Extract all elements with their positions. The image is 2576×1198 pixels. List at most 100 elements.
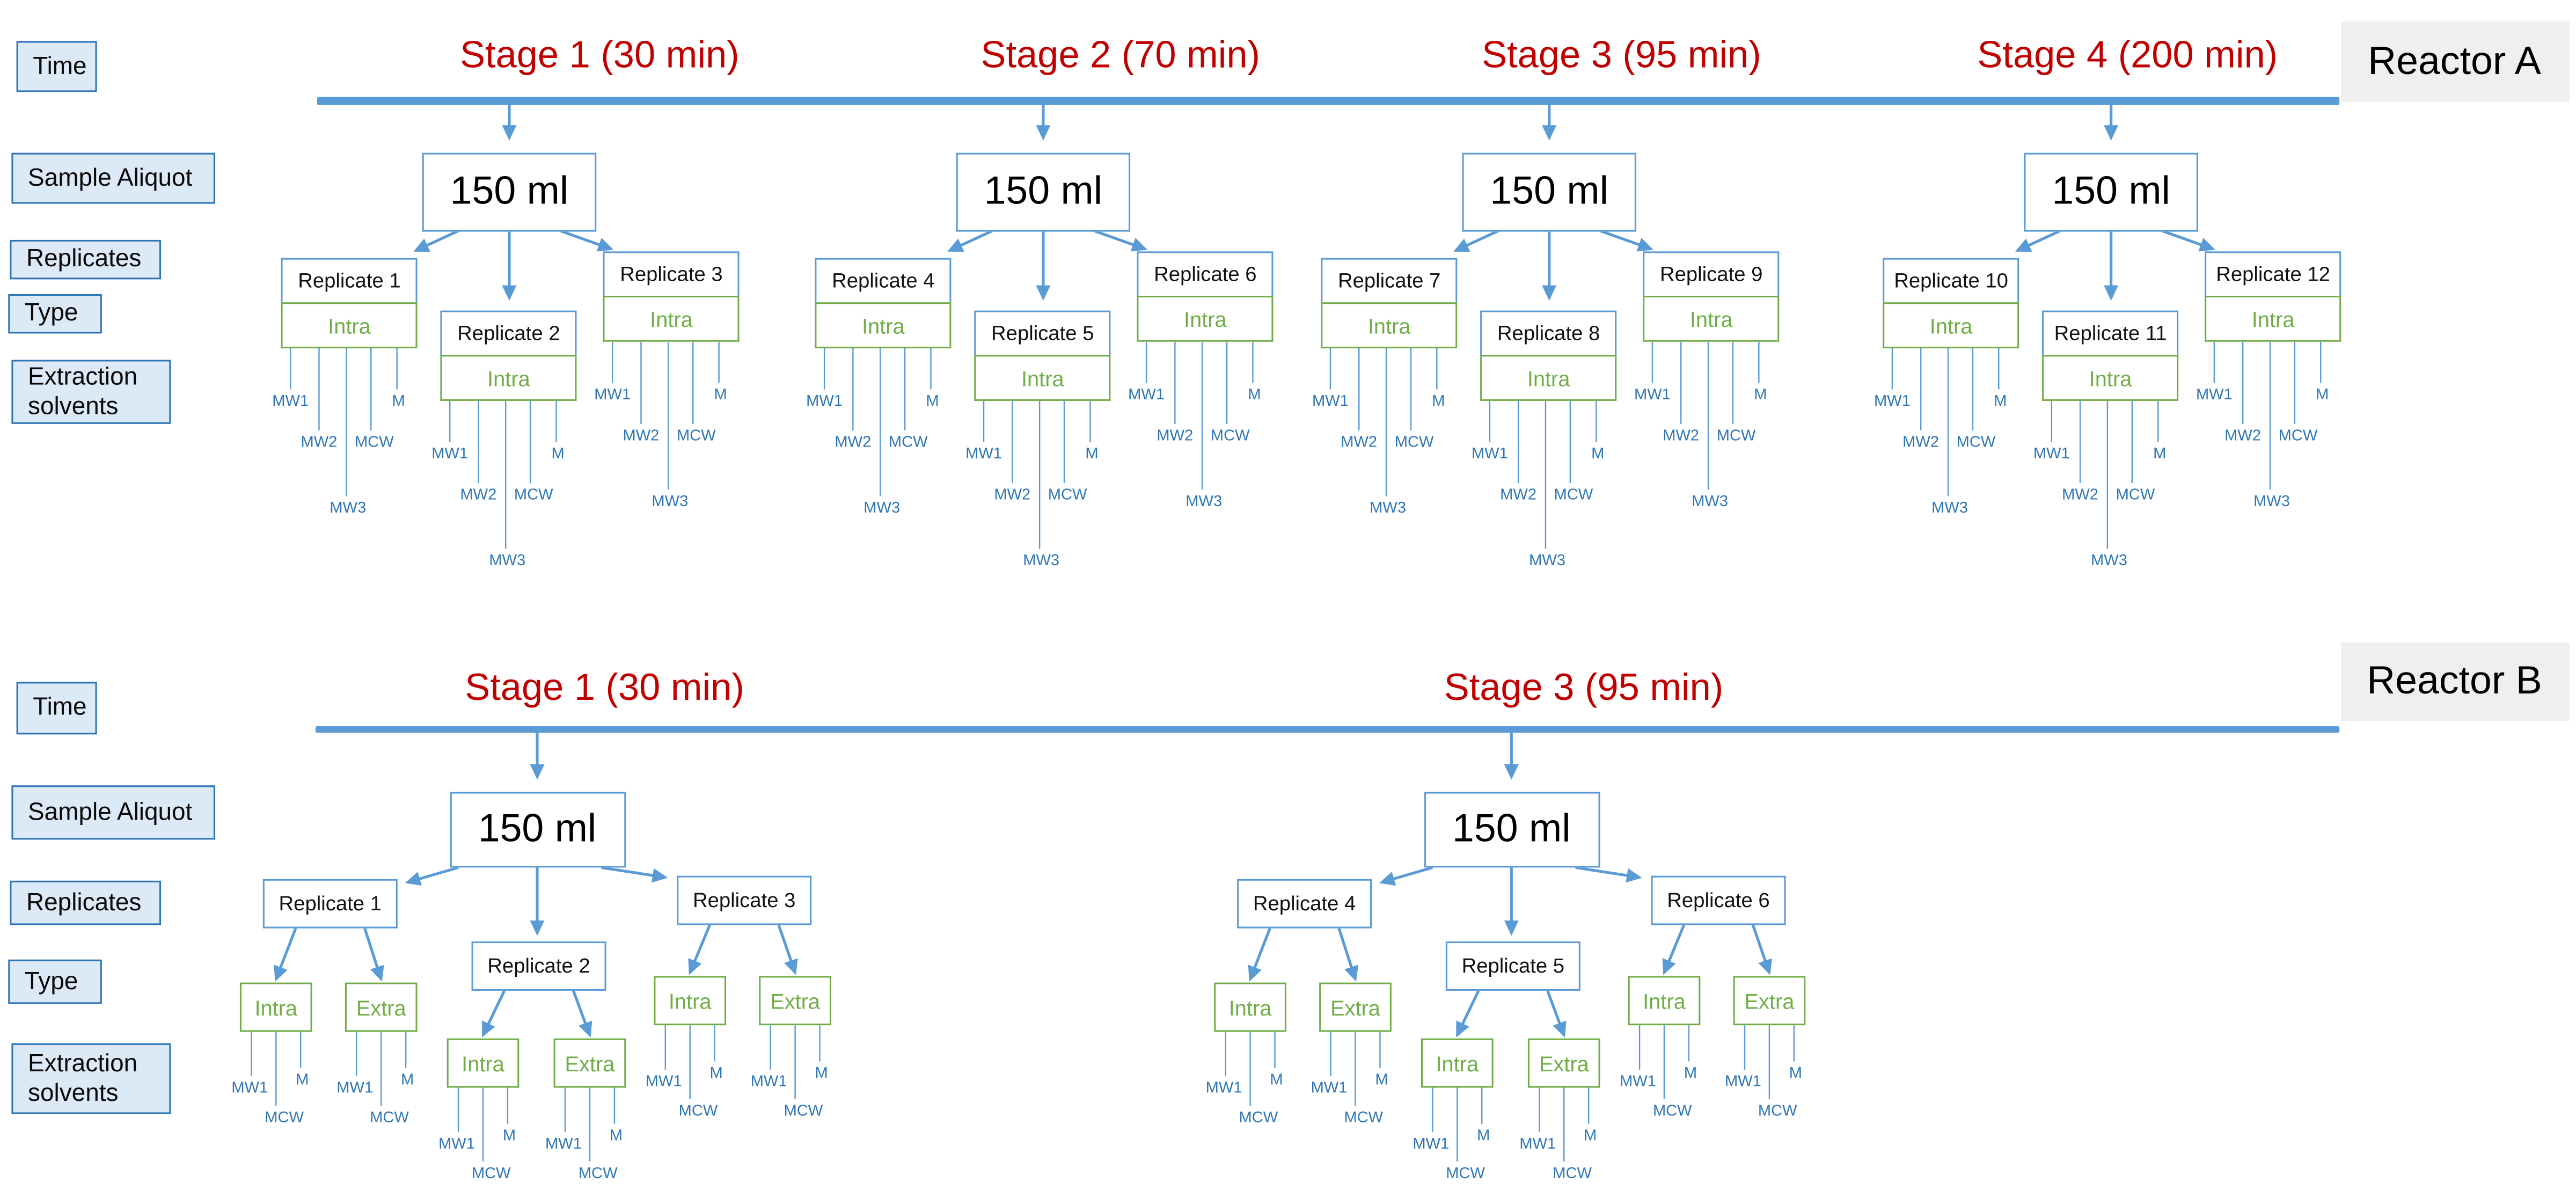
replicate-box: Replicate 5 [1445,941,1580,991]
flow-arrow [1379,866,1433,886]
type-box: Intra [1480,355,1618,401]
solvent-label: MW1 [594,386,631,405]
replicate-box: Replicate 5 [974,310,1111,356]
sidebar-label: Sample Aliquot [28,798,193,827]
type-box: Intra [440,355,577,401]
reactor-name: Reactor A [2368,38,2541,83]
solvent-label: MW2 [1902,434,1940,452]
type-box: Intra [1214,982,1286,1032]
type-box: Extra [553,1038,626,1088]
reactor-name: Reactor B [2367,658,2542,703]
solvent-label: MW3 [489,552,526,571]
type-box: Intra [1137,296,1274,342]
solvent-label: MW1 [1874,392,1911,411]
solvent-label: M [1375,1070,1388,1089]
type-box-label: Intra [487,366,530,391]
sidebar-box-replicates: Replicates [10,239,161,280]
solvent-label: M [1789,1064,1803,1082]
solvent-label: M [1085,445,1099,464]
solvent-label: MCW [1394,434,1434,452]
flow-arrow [1453,229,1499,252]
replicate-box-label: Replicate 2 [457,322,560,345]
solvent-label: MW1 [2196,386,2233,405]
solvent-label: MCW [1048,486,1087,505]
flow-arrow [1337,927,1359,982]
aliquot-box: 150 ml [449,792,625,868]
replicate-box-label: Replicate 1 [298,269,401,293]
type-box: Extra [759,976,831,1026]
flow-arrow [481,990,506,1038]
solvent-label: MCW [265,1108,304,1127]
type-box: Intra [1421,1038,1494,1088]
solvent-label: MCW [1553,1164,1592,1182]
solvent-label: MW3 [2253,493,2290,512]
solvent-label: MW1 [431,445,469,464]
solvent-label: MCW [2116,486,2155,505]
solvent-label: M [1684,1064,1697,1082]
solvent-label: M [1248,386,1261,405]
sidebar-label: Replicates [26,888,142,917]
stage-title: Stage 1 (30 min) [465,665,744,708]
flow-arrow [1546,990,1567,1038]
solvent-label: MW3 [2091,552,2127,571]
type-box: Intra [281,302,418,348]
type-box: Extra [345,982,418,1032]
type-box-label: Intra [668,988,712,1013]
solvent-label: MCW [2278,427,2318,445]
replicate-box-label: Replicate 5 [991,322,1094,345]
flow-arrow [1248,927,1271,982]
aliquot-box-label: 150 ml [478,807,597,851]
solvent-label: MCW [1716,427,1756,445]
type-box: Intra [1883,302,2020,348]
solvent-label: M [1994,392,2007,411]
sidebar-box-sample-aliquot: Sample Aliquot [11,785,216,840]
solvent-label: MW2 [1341,434,1378,452]
solvent-label: MW1 [1620,1072,1656,1091]
solvent-label: M [815,1064,828,1082]
sidebar-box-time: Time [16,682,97,735]
sidebar-box-type: Type [8,959,102,1004]
sidebar-label: Type [24,299,78,327]
stage-title: Stage 4 (200 min) [1977,33,2278,76]
stage-title: Stage 3 (95 min) [1482,33,1761,76]
replicate-box: Replicate 2 [440,310,577,356]
aliquot-box-label: 150 ml [2052,168,2170,213]
replicate-box-label: Replicate 12 [2216,262,2330,286]
solvent-label: M [1270,1070,1283,1089]
sidebar-label: Time [33,693,87,722]
type-box-label: Extra [770,988,821,1013]
flow-arrow [688,924,711,975]
flow-arrow [274,927,297,982]
type-box-label: Extra [1539,1050,1589,1076]
solvent-label: MW3 [1692,493,1729,512]
type-box: Intra [447,1038,519,1088]
aliquot-box: 150 ml [956,152,1131,231]
solvent-label: MW1 [2033,445,2070,464]
solvent-label: MW1 [965,445,1002,464]
type-box: Intra [603,296,740,342]
sidebar-label: Type [24,967,78,996]
solvent-label: MCW [471,1164,511,1182]
stage-title: Stage 3 (95 min) [1444,665,1724,708]
solvent-label: MW2 [301,434,338,452]
replicate-box: Replicate 8 [1480,310,1618,356]
solvent-label: MW1 [1724,1072,1761,1091]
replicate-box-label: Replicate 1 [279,892,382,916]
type-box-label: Intra [254,995,298,1020]
replicate-box-label: Replicate 4 [832,269,935,293]
aliquot-box-label: 150 ml [1490,168,1608,213]
solvent-label: MCW [514,486,553,505]
type-box-label: Extra [1744,988,1795,1013]
replicate-box-label: Replicate 3 [692,889,796,912]
aliquot-box-label: 150 ml [450,168,569,213]
solvent-label: M [714,386,727,405]
solvent-label: MCW [888,434,928,452]
solvent-label: MW1 [1312,392,1349,411]
type-box: Extra [1319,982,1392,1032]
solvent-label: M [502,1126,516,1145]
solvent-label: MW2 [1500,486,1537,505]
solvent-label: M [609,1126,623,1145]
type-box-label: Extra [565,1050,615,1076]
solvent-label: MW1 [1128,386,1165,405]
